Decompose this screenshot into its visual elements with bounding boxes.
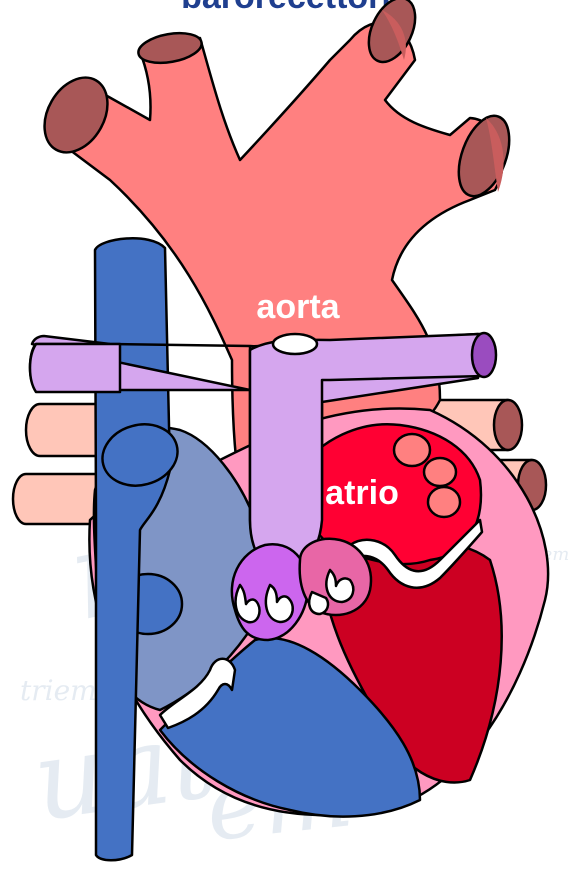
aorta-label: aorta [256,288,340,326]
pulmonary-vein-opening-2 [424,458,456,486]
svg-text:triem: triem [20,674,97,707]
pulmonary-vein-opening-3 [428,487,460,517]
pulmonary-artery-end [472,333,496,377]
diagram-title: barorecettori [181,0,391,16]
pulmonary-vein-opening-1 [394,434,430,466]
atrium-label: atrio [325,474,399,512]
pulmonary-artery-notch [273,334,317,354]
